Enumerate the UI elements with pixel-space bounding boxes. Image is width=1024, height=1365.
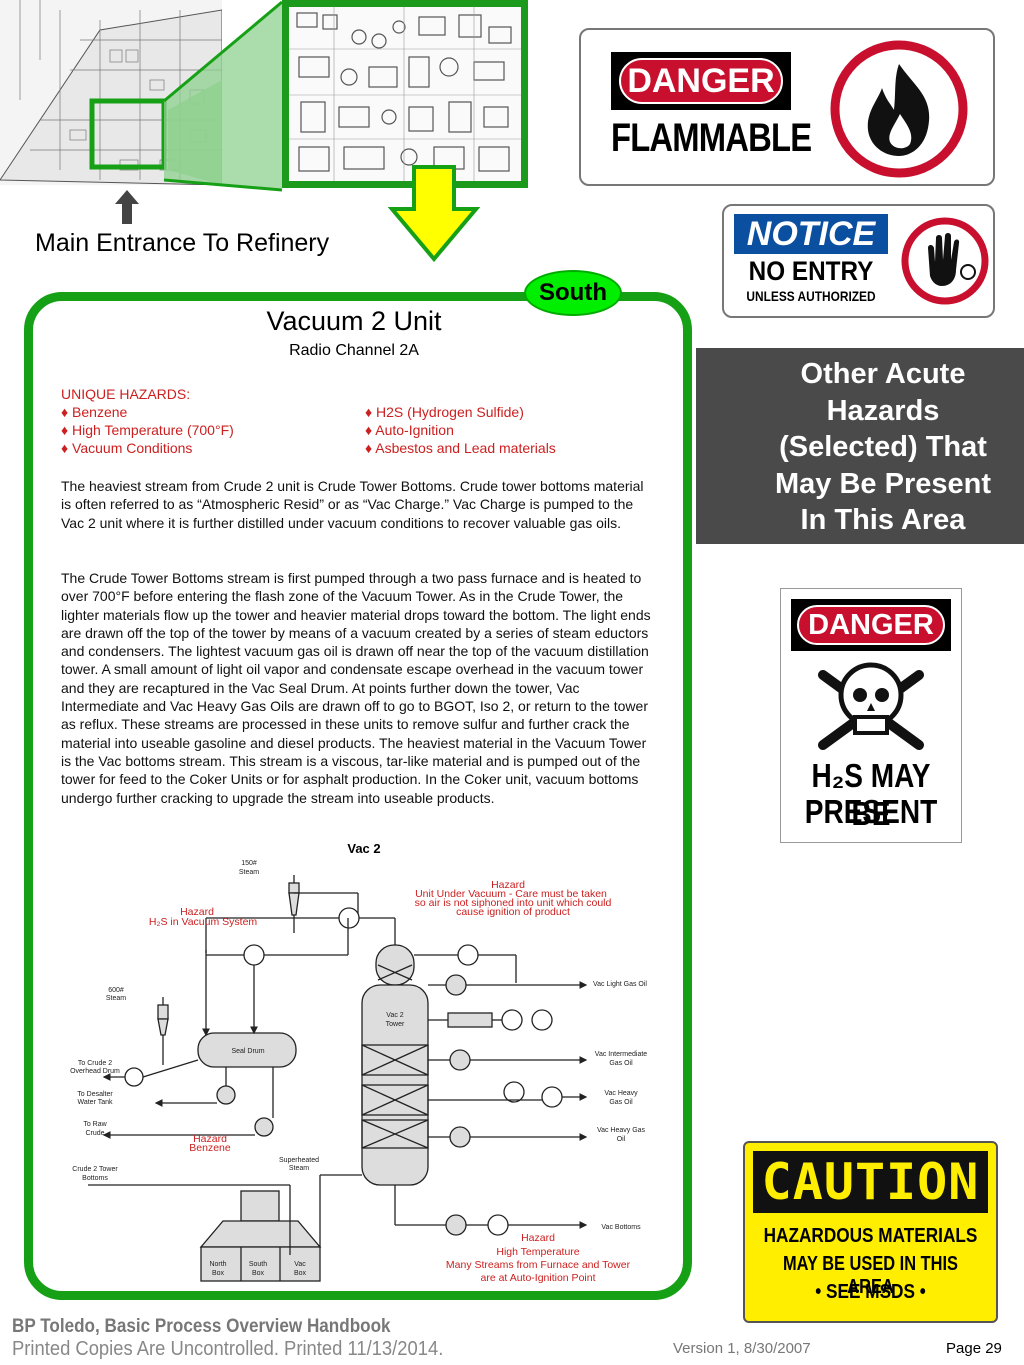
label-steam-600-b: Steam (106, 995, 126, 1002)
description-paragraph-1: The heaviest stream from Crude 2 unit is… (61, 478, 644, 531)
label-steam-600: 600# (108, 987, 124, 994)
present-text: PRESENT (804, 793, 938, 830)
stop-hand-icon (901, 217, 989, 305)
other-hazards-callout: Other Acute Hazards (Selected) That May … (696, 348, 1024, 544)
label-heavy2-b: Oil (617, 1136, 626, 1143)
zoom-connector (163, 0, 283, 192)
h2s-hazard-text: H₂S in Vacuum System (149, 916, 258, 928)
label-south-box: South (249, 1261, 267, 1268)
temp-hazard-line3: are at Auto-Ignition Point (481, 1272, 596, 1284)
main-entrance-label: Main Entrance To Refinery (35, 229, 330, 257)
danger-header: DANGER (619, 58, 783, 104)
zoomed-map-drawing (289, 7, 521, 181)
label-south-box-b: Box (252, 1270, 265, 1277)
label-tower-b: Tower (386, 1021, 405, 1028)
label-to-raw: To Raw (83, 1121, 107, 1128)
hazard-item: ♦ Asbestos and Lead materials (365, 440, 556, 456)
label-to-desalter-b: Water Tank (77, 1099, 113, 1106)
flame-icon (830, 40, 968, 178)
benzene-hazard-text: Benzene (189, 1142, 231, 1154)
label-seal-drum: Seal Drum (231, 1048, 264, 1055)
label-to-crude2-b: Overhead Drum (70, 1068, 120, 1075)
callout-line: Other Acute (800, 358, 966, 390)
danger-h2s-sign: DANGER H₂S MAY BE PRESENT (780, 588, 962, 843)
label-heavy1-b: Gas Oil (609, 1099, 633, 1106)
down-arrow-icon (388, 165, 480, 263)
caution-hazardous-materials-sign: CAUTION HAZARDOUS MATERIALS MAY BE USED … (743, 1141, 998, 1323)
hazardous-materials-text: HAZARDOUS MATERIALS (763, 1225, 978, 1247)
label-superheated: Superheated (279, 1157, 319, 1164)
benzene-hazard-title: Hazard (193, 1133, 227, 1145)
h2s-hazard-title: Hazard (180, 906, 214, 918)
label-heavy2: Vac Heavy Gas (597, 1127, 646, 1134)
diagram-title: Vac 2 (347, 841, 381, 856)
hazard-item: ♦ Auto-Ignition (365, 422, 454, 438)
vacuum-hazard-line2: so air is not siphoned into unit which c… (415, 897, 612, 909)
up-arrow-icon (115, 190, 139, 224)
label-north-box-b: Box (212, 1270, 225, 1277)
label-crude2-bottoms-b: Bottoms (82, 1175, 108, 1182)
caution-header: CAUTION (753, 1151, 988, 1213)
see-msds-text: • SEE MSDS • (815, 1281, 926, 1303)
temp-hazard-title: Hazard (521, 1232, 555, 1244)
temp-hazard-line1: High Temperature (496, 1246, 579, 1258)
footer-page-number: Page 29 (946, 1340, 1002, 1357)
temp-hazard-line2: Many Streams from Furnace and Tower (446, 1259, 631, 1271)
callout-line: In This Area (800, 504, 966, 536)
label-to-desalter: To Desalter (77, 1091, 113, 1098)
label-crude2-bottoms: Crude 2 Tower (72, 1166, 118, 1173)
no-entry-text: NO ENTRY (748, 256, 874, 286)
danger-header: DANGER (797, 605, 945, 645)
vacuum-hazard-line3: cause ignition of product (456, 906, 570, 918)
label-bottoms: Vac Bottoms (601, 1224, 641, 1231)
description-paragraph-2: The Crude Tower Bottoms stream is first … (61, 570, 651, 806)
footer-version: Version 1, 8/30/2007 (673, 1340, 811, 1357)
vacuum-hazard-line1: Unit Under Vacuum - Care must be taken (415, 888, 607, 900)
label-vac-box: Vac (294, 1261, 306, 1268)
callout-line: Hazards (826, 394, 940, 427)
label-to-raw-b: Crude (85, 1130, 104, 1137)
callout-line: May Be Present (775, 467, 991, 500)
footer-printed-note: Printed Copies Are Uncontrolled. Printed… (12, 1338, 444, 1360)
label-superheated-b: Steam (289, 1165, 309, 1172)
label-light-gas-oil: Vac Light Gas Oil (593, 981, 647, 988)
skull-crossbones-icon (818, 662, 924, 750)
zoomed-area-map (282, 0, 528, 188)
hazard-item: ♦ Vacuum Conditions (61, 440, 193, 456)
vacuum-hazard-title: Hazard (491, 879, 525, 891)
label-intermediate: Vac Intermediate (595, 1051, 648, 1058)
label-to-crude2: To Crude 2 (78, 1060, 112, 1067)
unless-authorized-text: UNLESS AUTHORIZED (746, 288, 876, 304)
label-intermediate-b: Gas Oil (609, 1060, 633, 1067)
h2s-text: H₂S MAY BE (811, 757, 931, 832)
footer-title: BP Toledo, Basic Process Overview Handbo… (12, 1316, 391, 1337)
process-flow-diagram: 150# Steam 600# Steam Seal Drum Vac 2 To… (70, 860, 648, 1284)
flammable-text: FLAMMABLE (611, 116, 812, 160)
south-badge: South (524, 270, 622, 316)
unit-panel (24, 292, 692, 1300)
unique-hazards-heading: UNIQUE HAZARDS: (61, 386, 191, 402)
label-steam-150: 150# (241, 860, 257, 867)
callout-line: (Selected) That (779, 431, 987, 463)
label-steam-150-b: Steam (239, 869, 259, 876)
label-tower: Vac 2 (386, 1012, 403, 1019)
danger-flammable-sign: DANGER FLAMMABLE (579, 28, 995, 186)
hazard-item: ♦ H2S (Hydrogen Sulfide) (365, 404, 524, 420)
hazard-item: ♦ Benzene (61, 404, 128, 420)
label-vac-box-b: Box (294, 1270, 307, 1277)
may-be-used-text: MAY BE USED IN THIS AREA (783, 1253, 958, 1298)
notice-no-entry-sign: NOTICE NO ENTRY UNLESS AUTHORIZED (722, 204, 995, 318)
unit-title: Vacuum 2 Unit (266, 306, 442, 336)
notice-header: NOTICE (734, 214, 888, 254)
label-heavy1: Vac Heavy (604, 1090, 638, 1097)
unit-subtitle: Radio Channel 2A (289, 342, 419, 359)
label-north-box: North (209, 1261, 226, 1268)
hazard-item: ♦ High Temperature (700°F) (61, 422, 234, 438)
